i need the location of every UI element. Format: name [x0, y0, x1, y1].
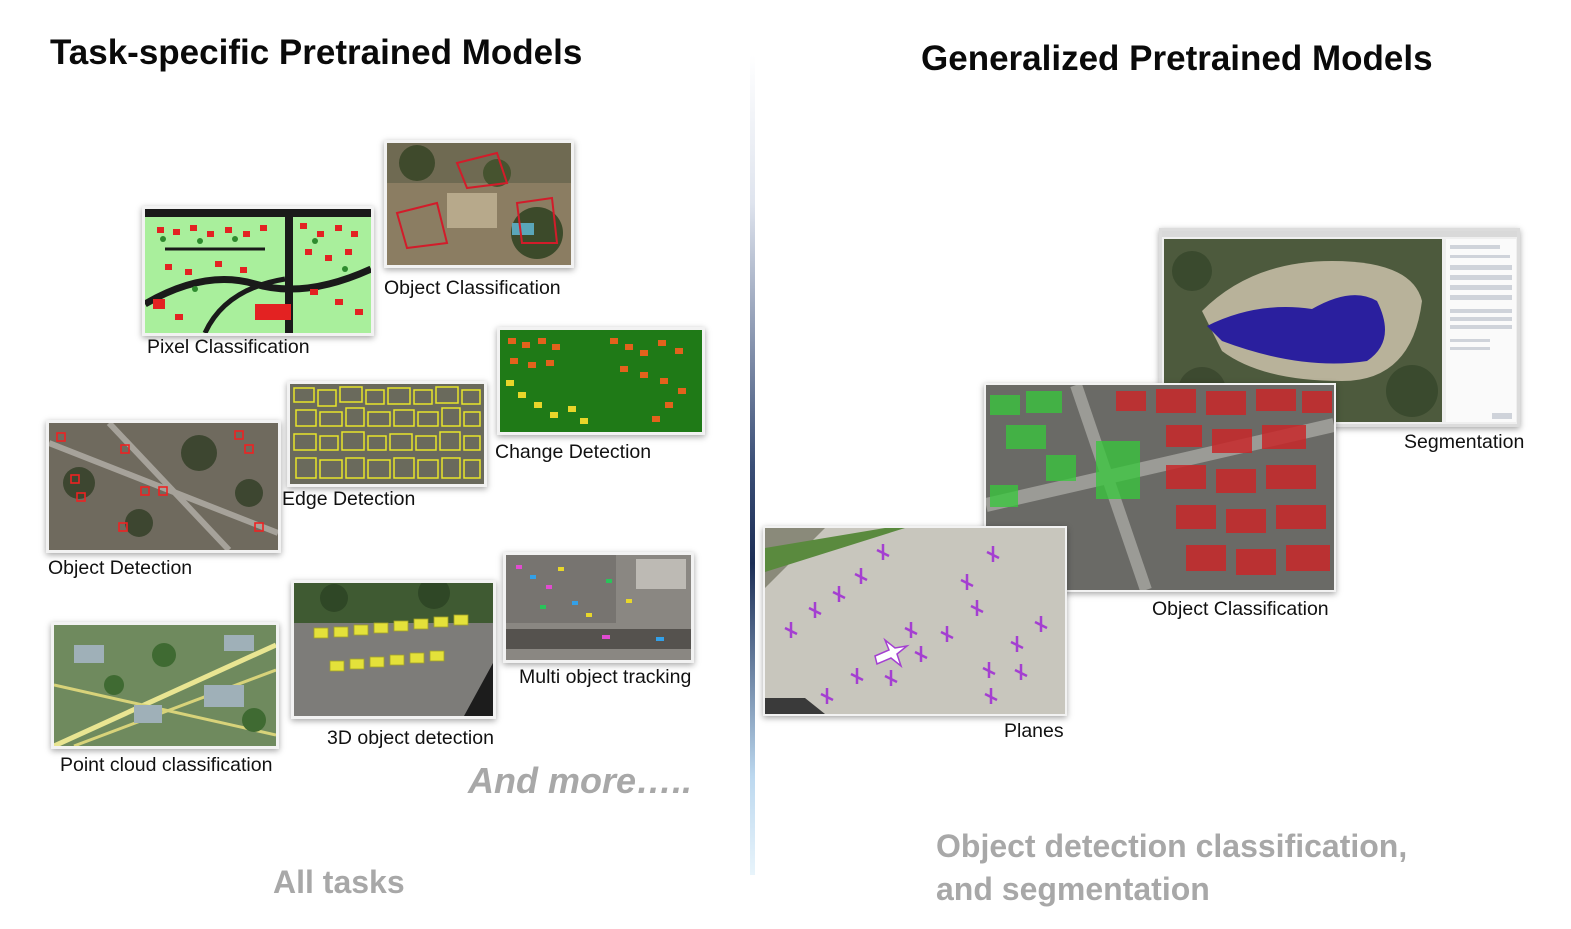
left-title: Task-specific Pretrained Models [50, 33, 583, 72]
pixel-classification-thumbnail [142, 206, 374, 336]
object-detection-thumbnail [46, 420, 281, 553]
caption-multi-object-tracking: Multi object tracking [519, 666, 692, 688]
caption-change-detection: Change Detection [495, 441, 652, 463]
object-classification-thumbnail [384, 140, 574, 268]
right-title: Generalized Pretrained Models [921, 39, 1433, 78]
multi-object-tracking-thumbnail [503, 552, 694, 663]
caption-pixel-classification: Pixel Classification [147, 336, 310, 358]
right-footer-line2: and segmentation [936, 871, 1210, 907]
caption-point-cloud: Point cloud classification [60, 754, 273, 776]
caption-3d-object-detection: 3D object detection [327, 727, 494, 749]
caption-planes: Planes [1004, 720, 1064, 742]
caption-object-detection: Object Detection [48, 557, 193, 579]
left-footer: All tasks [273, 864, 405, 900]
and-more-text: And more….. [468, 760, 693, 801]
caption-object-classification-left: Object Classification [384, 277, 561, 299]
caption-segmentation: Segmentation [1404, 431, 1525, 453]
planes-thumbnail [763, 526, 1067, 716]
right-footer-line1: Object detection classification, [936, 828, 1408, 864]
caption-object-classification-right: Object Classification [1152, 598, 1329, 620]
point-cloud-thumbnail [51, 622, 279, 749]
section-divider [750, 55, 755, 875]
edge-detection-thumbnail [287, 381, 487, 487]
3d-object-detection-thumbnail [291, 580, 496, 719]
change-detection-thumbnail [497, 327, 705, 435]
caption-edge-detection: Edge Detection [282, 488, 416, 510]
